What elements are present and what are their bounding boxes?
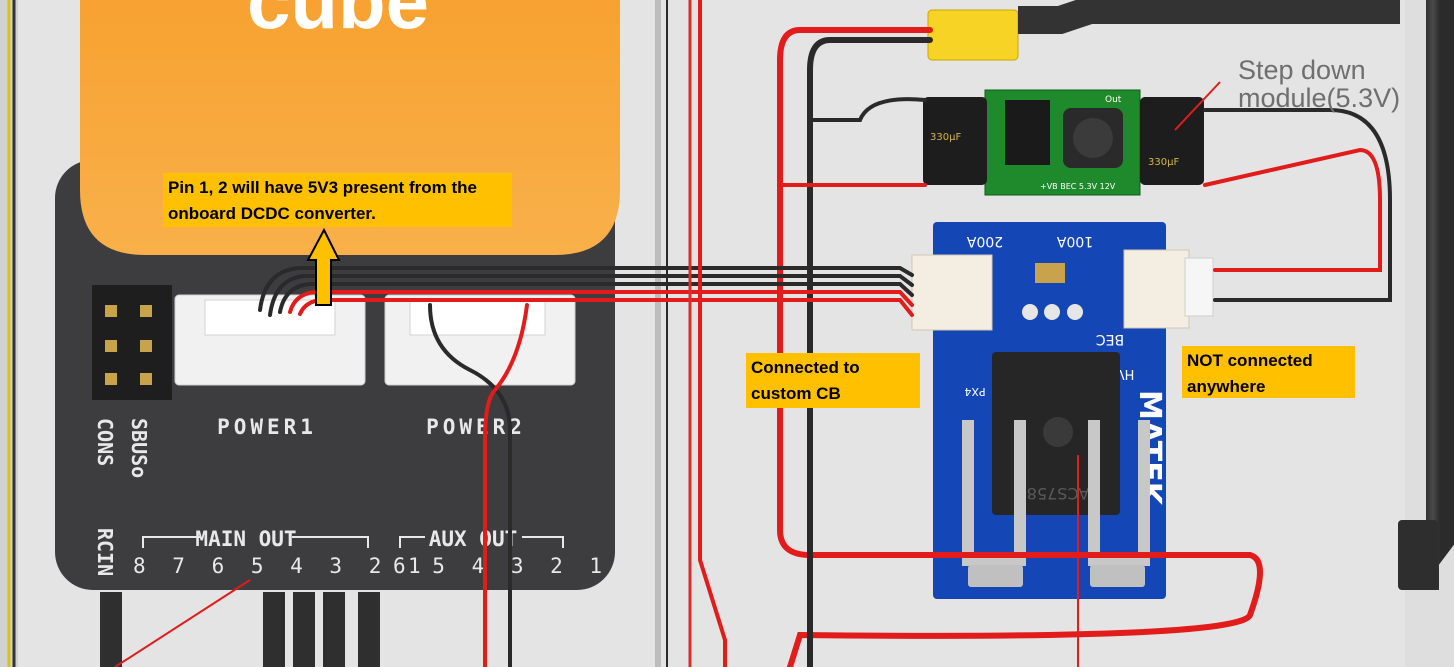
red-wire-right — [698, 0, 727, 667]
main-out-bracket — [142, 536, 369, 548]
chip-label: ACS758 — [1027, 484, 1090, 503]
shunt-resistor — [1035, 263, 1065, 283]
step-down-annotation: Step down module(5.3V) — [1238, 56, 1400, 112]
capacitor-left — [923, 97, 987, 185]
sensor-plug — [1184, 257, 1214, 317]
signal-wire-3 — [278, 282, 914, 314]
out-silk: Out — [1105, 95, 1122, 105]
braided-cable — [1018, 0, 1400, 34]
black-power-wire — [807, 37, 933, 667]
connected-line2: custom CB — [751, 384, 841, 403]
xt60-connector — [927, 9, 1019, 61]
sbus-label: SBUSo — [127, 418, 151, 478]
inductor-core — [1073, 118, 1113, 158]
not-connected-line2: anywhere — [1187, 377, 1266, 396]
solder-tabs — [968, 565, 1145, 587]
aux-out-pin-numbers: 6 5 4 3 2 1 — [393, 554, 609, 578]
cons-label: CONS — [93, 418, 117, 466]
signal-wire-1 — [258, 266, 914, 312]
regulator-ic — [1005, 100, 1050, 165]
pin-note-line1: Pin 1, 2 will have 5V3 present from the — [168, 178, 477, 197]
rcin-label: RCIN — [93, 528, 117, 576]
sensor-pads — [1022, 304, 1083, 320]
red-power-wire — [777, 27, 1263, 667]
servo-cables — [100, 592, 380, 667]
capacitor-right — [1140, 97, 1204, 185]
step-down-line2: module(5.3V) — [1238, 83, 1401, 113]
up-arrow-icon — [306, 227, 341, 306]
power2-black-wire — [428, 303, 512, 667]
power2-red-wire — [483, 303, 529, 667]
main-out-label: MAIN OUT — [195, 527, 296, 551]
step-down-silk: +VB BEC 5.3V 12V — [1040, 182, 1116, 191]
black-step-down-output — [1203, 108, 1392, 302]
hv-silk: HV — [1116, 366, 1135, 381]
power1-label: POWER1 — [217, 415, 317, 439]
main-out-pin-numbers: 8 7 6 5 4 3 2 1 — [133, 554, 428, 578]
aux-out-bracket — [399, 536, 564, 548]
pin-header-pins — [105, 305, 152, 385]
rating-200a: 200A — [966, 233, 1003, 249]
frame-foot — [1398, 520, 1438, 590]
black-step-down-input — [808, 97, 927, 122]
pin-note-callout: Pin 1, 2 will have 5V3 present from the … — [163, 173, 512, 227]
rating-100a: 100A — [1056, 233, 1093, 249]
not-connected-line1: NOT connected — [1187, 351, 1313, 370]
connected-callout: Connected to custom CB — [746, 353, 920, 408]
sensor-input-connector — [1123, 249, 1190, 329]
chip-dimple — [1043, 417, 1073, 447]
px4-silk: PX4 — [964, 385, 985, 398]
signal-wire-2 — [268, 274, 914, 317]
pin-header — [92, 285, 172, 400]
cap-label-right: 330µF — [1148, 157, 1179, 168]
power2-label: POWER2 — [426, 415, 526, 439]
step-down-pointer — [1174, 81, 1221, 131]
panel-edge — [655, 0, 661, 667]
pin-note-line2: onboard DCDC converter. — [168, 204, 376, 223]
connected-line1: Connected to — [751, 358, 860, 377]
aux-out-label: AUX OUT — [429, 527, 518, 551]
cube-logo: cube — [247, 0, 429, 45]
not-connected-callout: NOT connected anywhere — [1182, 346, 1355, 398]
frame-bar — [1411, 0, 1454, 590]
step-down-line1: Step down — [1238, 55, 1366, 85]
red-step-down-output — [1203, 147, 1382, 272]
sensor-output-connector — [911, 254, 993, 331]
cap-label-left: 330µF — [930, 132, 961, 143]
bus-bars — [962, 420, 1150, 566]
bec-silk: BEC — [1096, 331, 1124, 347]
main-out-pointer — [114, 579, 251, 667]
